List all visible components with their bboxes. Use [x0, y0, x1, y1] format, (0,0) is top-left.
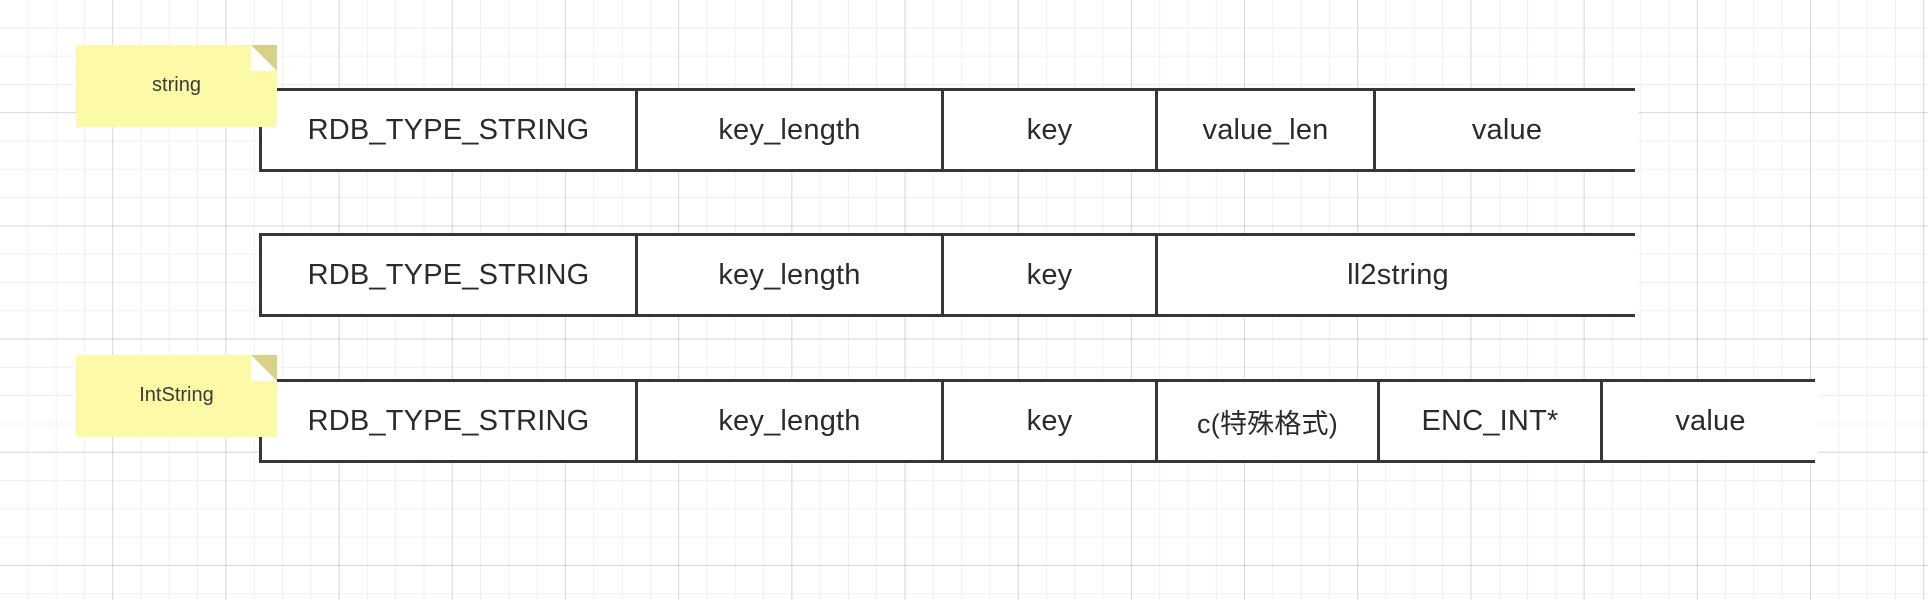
record-cell: RDB_TYPE_STRING [262, 91, 638, 169]
sticky-note[interactable]: IntString [76, 355, 277, 437]
sticky-note-label: string [152, 73, 201, 96]
record-cell: RDB_TYPE_STRING [262, 382, 638, 460]
sticky-note-label: IntString [139, 383, 214, 406]
record-cell: value [1376, 91, 1638, 169]
record-cell: key_length [638, 91, 944, 169]
record-cell: key_length [638, 382, 944, 460]
record-cell: key [944, 236, 1158, 314]
sticky-note[interactable]: string [76, 45, 277, 127]
record-cell: ll2string [1158, 236, 1638, 314]
record-cell: ENC_INT* [1380, 382, 1603, 460]
sticky-note-fold-icon [251, 45, 277, 71]
record-cell: value [1603, 382, 1818, 460]
record-cell: key [944, 382, 1158, 460]
record-cell: value_len [1158, 91, 1376, 169]
record-cell: c(特殊格式) [1158, 382, 1380, 460]
record-cell: key_length [638, 236, 944, 314]
record-cell: key [944, 91, 1158, 169]
sticky-note-fold-icon [251, 355, 277, 381]
record-cell: RDB_TYPE_STRING [262, 236, 638, 314]
